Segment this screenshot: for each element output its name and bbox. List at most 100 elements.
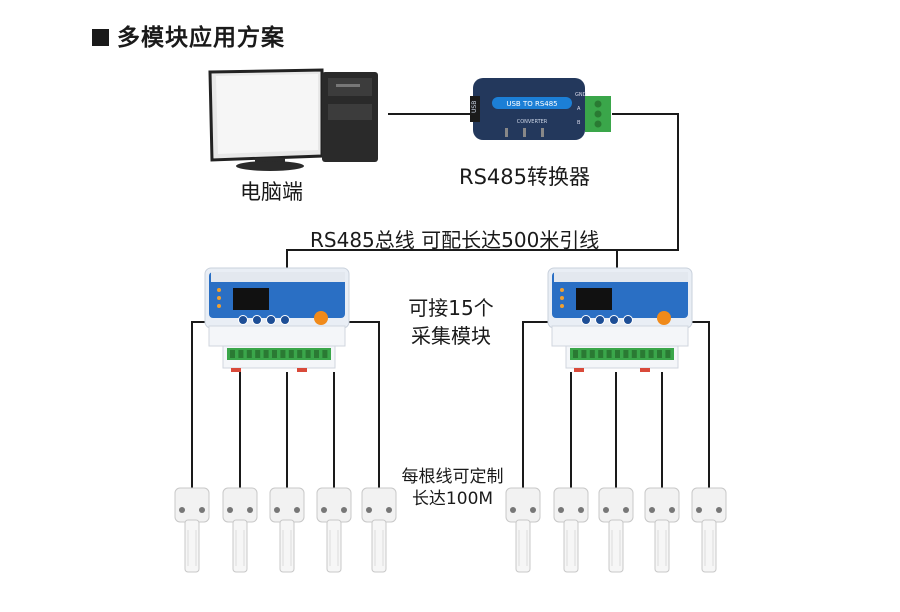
- temperature-humidity-sensor: [269, 487, 305, 573]
- terminal-screw: [238, 350, 244, 358]
- module-top-strip: [554, 272, 688, 282]
- sensor-screw: [696, 507, 702, 513]
- sensor-probe: [701, 519, 717, 573]
- module-led: [560, 304, 564, 308]
- rs485-bus-wire: [286, 113, 679, 270]
- sensor-probe: [279, 519, 295, 573]
- temperature-humidity-sensor: [505, 487, 541, 573]
- module-key: [609, 315, 619, 325]
- terminal-screw: [665, 350, 671, 358]
- terminal-screw: [263, 350, 269, 358]
- terminal-screw: [606, 350, 612, 358]
- module-terminal: [570, 348, 674, 360]
- terminal-screw: [246, 350, 252, 358]
- sensor-wire: [522, 321, 558, 488]
- sensor-head: [222, 487, 258, 523]
- sensor-screw: [179, 507, 185, 513]
- converter-badge: [492, 97, 572, 109]
- terminal-screw: [297, 350, 303, 358]
- module-buzzer: [657, 311, 671, 325]
- sensor-head: [174, 487, 210, 523]
- module-key: [280, 315, 290, 325]
- terminal-screw: [230, 350, 235, 358]
- module-base: [551, 325, 689, 347]
- terminal-screw: [598, 350, 604, 358]
- terminal-screw: [581, 350, 587, 358]
- sensor-wires: [522, 321, 710, 488]
- sensor-head: [316, 487, 352, 523]
- module-key: [266, 315, 276, 325]
- terminal-screw: [640, 350, 646, 358]
- module-key: [623, 315, 633, 325]
- terminal-screw: [288, 350, 294, 358]
- sensor-head: [269, 487, 305, 523]
- terminal-screw: [305, 350, 311, 358]
- module-buzzer: [314, 311, 328, 325]
- module-base: [208, 325, 346, 347]
- converter-usb-label: USB: [471, 101, 478, 113]
- sensor-screw: [578, 507, 584, 513]
- acquisition-module-1: [174, 267, 397, 573]
- terminal-screw: [314, 350, 319, 358]
- module-key: [581, 315, 591, 325]
- square-bullet-icon: [92, 29, 109, 46]
- sensor-screw: [341, 507, 347, 513]
- bus-wires: [286, 113, 679, 270]
- converter-pin-a: A: [577, 106, 581, 112]
- wire-note-line2: 长达100M: [411, 489, 494, 509]
- terminal-screw: [657, 350, 662, 358]
- module-clip: [574, 368, 584, 372]
- module-led: [217, 304, 221, 308]
- terminal-screw: [272, 350, 277, 358]
- terminal-screw: [623, 350, 629, 358]
- bus-label: RS485总线 可配长达500米引线: [310, 228, 600, 252]
- temperature-humidity-sensor: [598, 487, 634, 573]
- sensor-probe: [371, 519, 387, 573]
- converter-badge-text: USB TO RS485: [506, 100, 557, 108]
- module-key: [238, 315, 248, 325]
- temperature-humidity-sensor: [222, 487, 258, 573]
- terminal-screw: [631, 350, 637, 358]
- modules-note-line2: 采集模块: [411, 324, 491, 348]
- temperature-humidity-sensor: [691, 487, 727, 573]
- module-led: [560, 296, 564, 300]
- terminal-screw: [280, 350, 286, 358]
- module-clip: [640, 368, 650, 372]
- sensor-probe: [654, 519, 670, 573]
- sensor-screw: [510, 507, 516, 513]
- temperature-humidity-sensor: [553, 487, 589, 573]
- sensor-screw: [669, 507, 675, 513]
- sensor-wire: [191, 321, 215, 488]
- sensor-screw: [603, 507, 609, 513]
- module-terminal: [227, 348, 331, 360]
- terminal-screw: [255, 350, 261, 358]
- modules-note-line1: 可接15个: [408, 296, 494, 320]
- sensor-screw: [247, 507, 253, 513]
- module-led: [217, 296, 221, 300]
- sensor-probe: [232, 519, 248, 573]
- section-title-text: 多模块应用方案: [117, 25, 285, 51]
- temperature-humidity-sensor: [361, 487, 397, 573]
- converter-pin-gnd: GND: [575, 92, 587, 98]
- terminal-screw: [615, 350, 620, 358]
- monitor-base: [236, 161, 304, 171]
- sensor-wire: [345, 321, 380, 488]
- terminal-screw: [648, 350, 654, 358]
- sensor-head: [691, 487, 727, 523]
- module-clip: [297, 368, 307, 372]
- modules-note: 可接15个 采集模块: [388, 294, 514, 350]
- module-key: [595, 315, 605, 325]
- sensor-screw: [366, 507, 372, 513]
- sensor-screw: [716, 507, 722, 513]
- sensor-head: [644, 487, 680, 523]
- sensor-probe: [515, 519, 531, 573]
- sensor-wires: [191, 321, 380, 488]
- temperature-humidity-sensor: [174, 487, 210, 573]
- sensor-screw: [227, 507, 233, 513]
- sensor-wire: [688, 321, 710, 488]
- temperature-humidity-sensor: [316, 487, 352, 573]
- module-display: [576, 288, 612, 310]
- terminal-screw: [589, 350, 595, 358]
- converter-label: RS485转换器: [459, 165, 591, 189]
